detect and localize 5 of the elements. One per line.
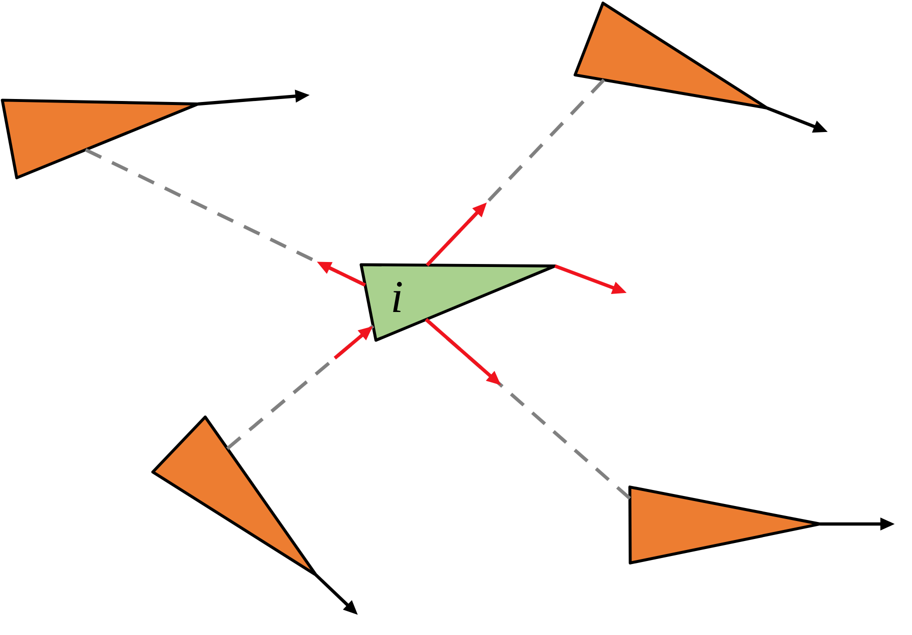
- triangle: [0, 98, 200, 180]
- triangle: i: [360, 263, 556, 342]
- triangle: [628, 486, 822, 564]
- triangle: [574, 2, 768, 110]
- triangle: [151, 416, 318, 576]
